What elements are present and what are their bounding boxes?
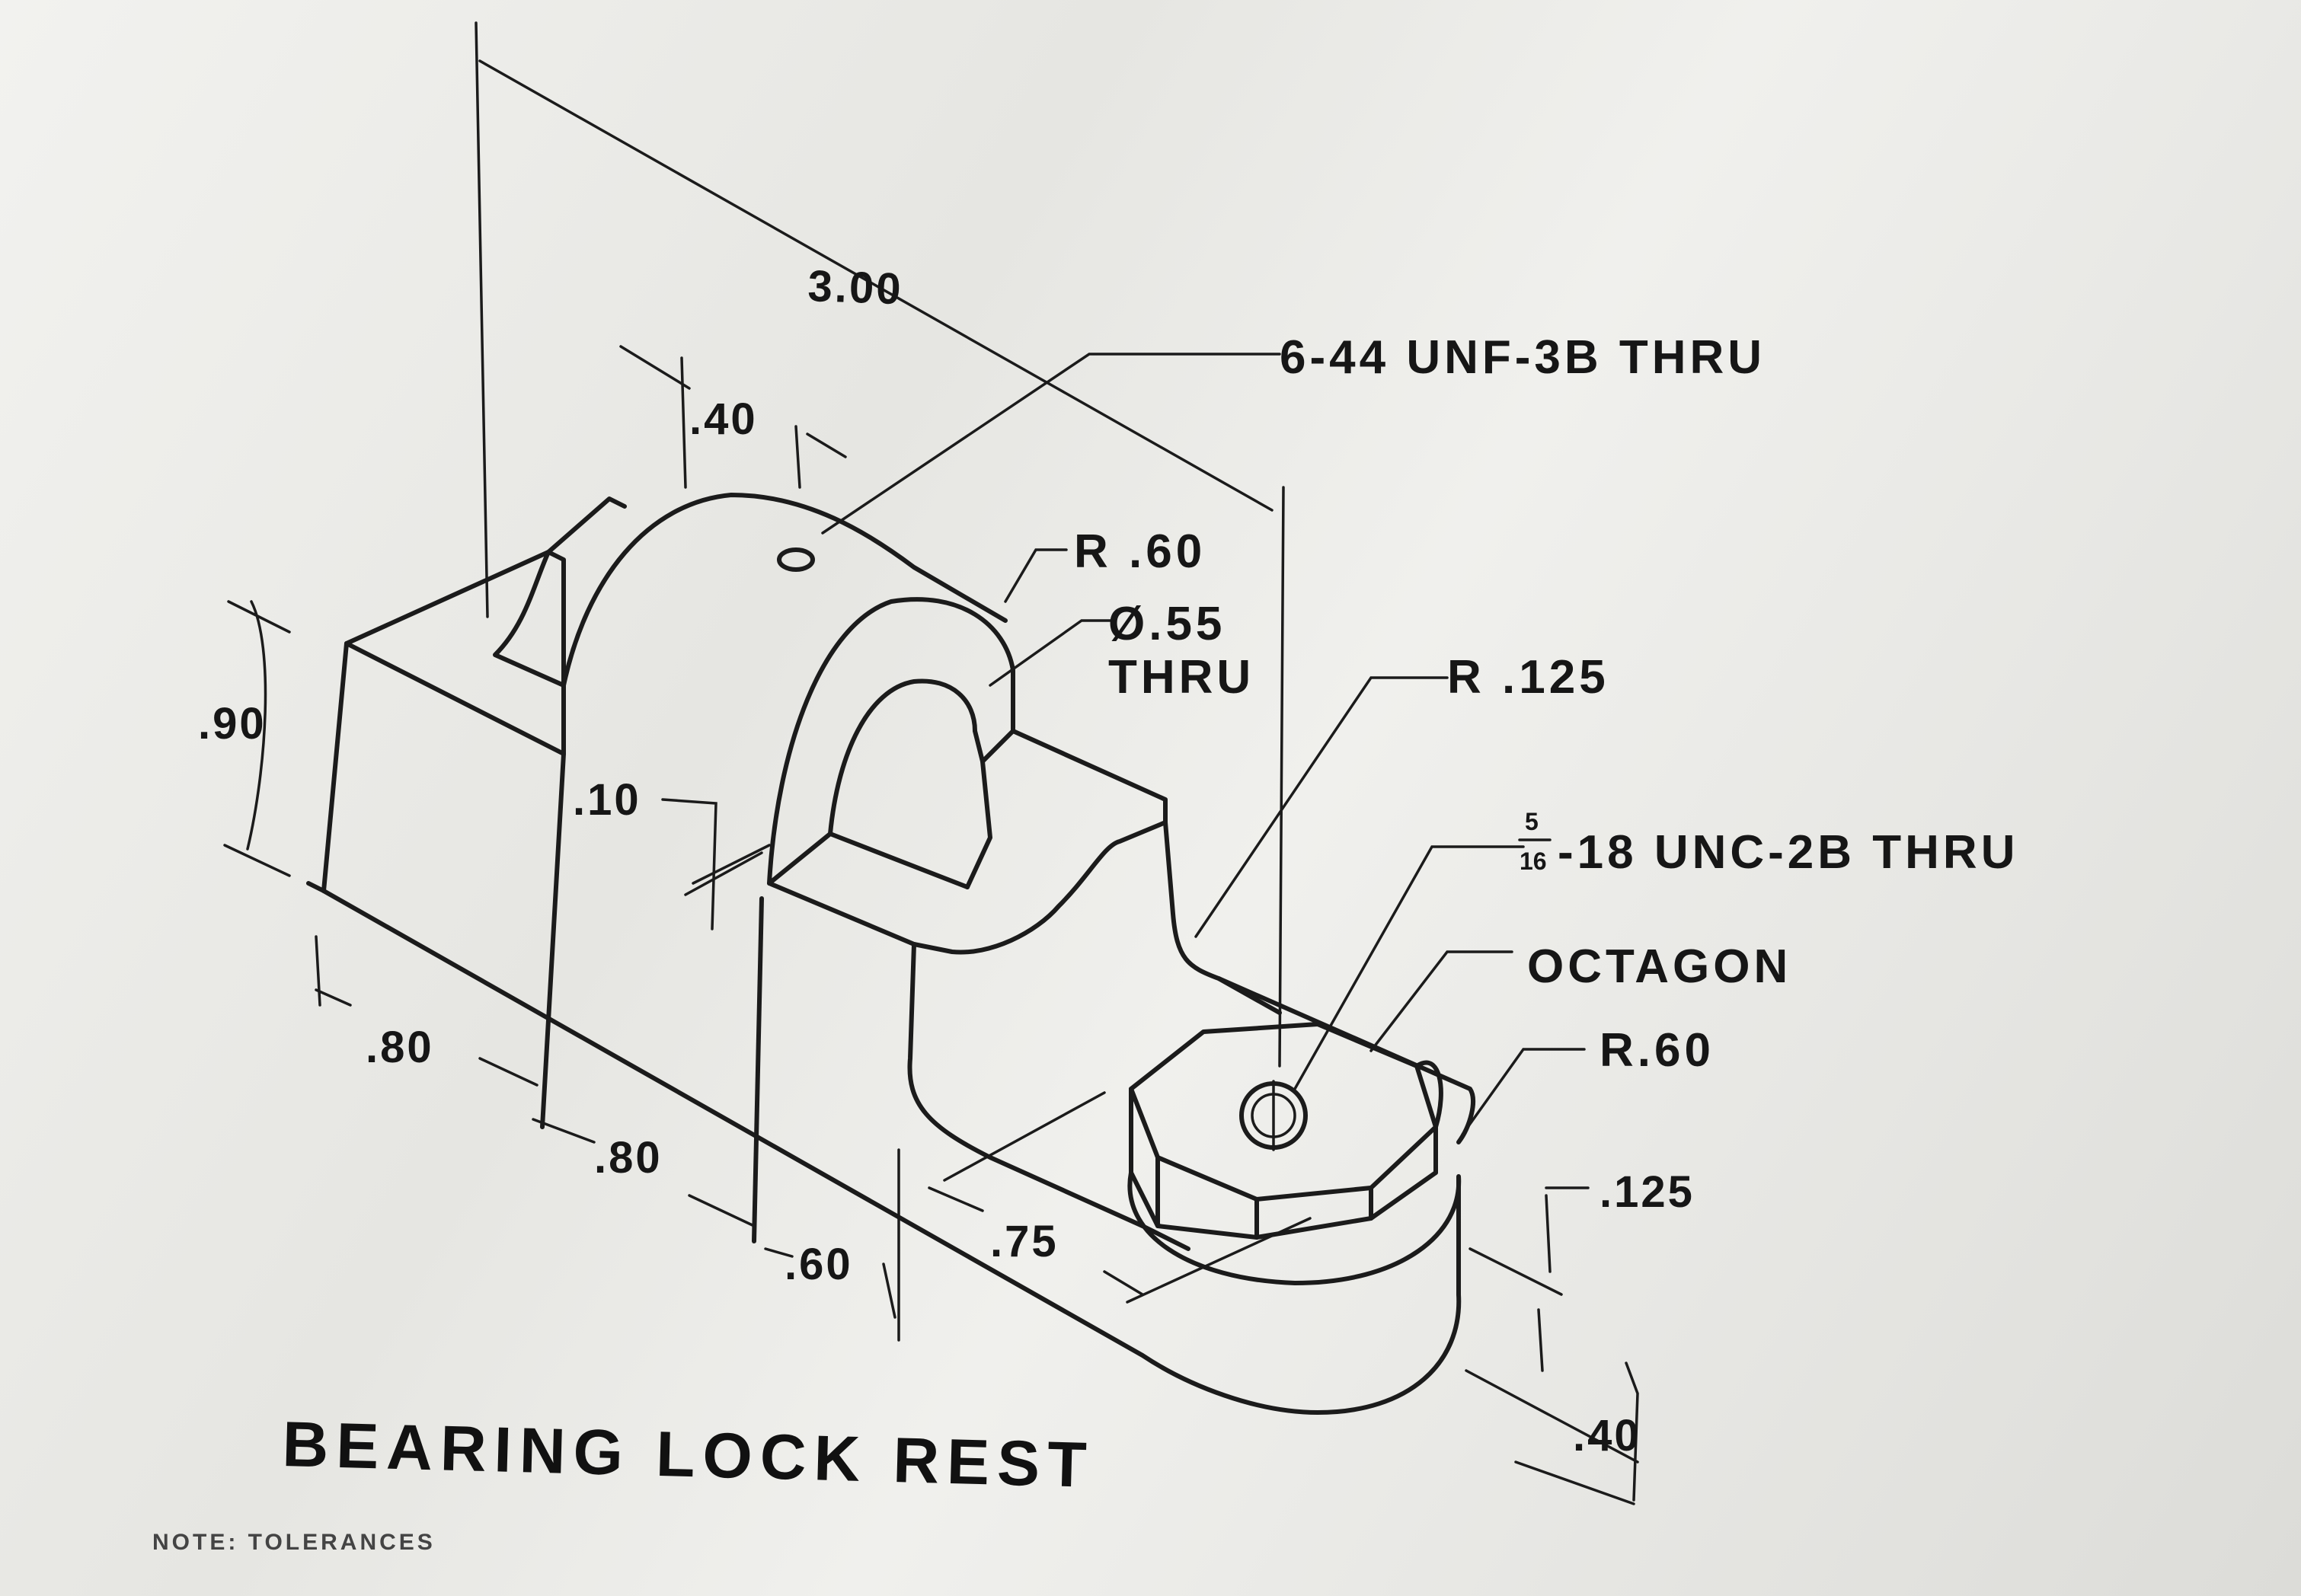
saddle-arch-outer [767,597,1015,886]
slot-gap-edge [752,896,764,1243]
callout-fillet-radius: R .125 [1447,651,1609,704]
dim-base-80-a-label: .80 [366,1023,434,1072]
octagon-bottom [1129,1170,1438,1240]
saddle-rail [1011,729,1168,825]
dim-300-extension-left [475,21,489,618]
dim-height-label: .90 [198,699,267,749]
arm-fillet [1163,820,1282,1015]
dim-overall-length-label: 3.00 [807,261,904,314]
dimension-labels: 3.00 .40 .90 .10 .80 .80 .60 .75 .125 .4… [198,261,1695,1460]
saddle-front-curve [912,820,1168,955]
left-block-top-front-edge [344,641,566,756]
dim-80-b-line [532,1118,756,1227]
top-arch [561,493,1008,688]
left-block-notch [493,550,566,688]
callout-frac-denominator: 16 [1520,847,1547,875]
callout-bore-thru: THRU [1108,651,1254,704]
left-block-step [344,550,566,756]
dim-octagon-height-label: .125 [1600,1167,1695,1217]
dim-60-line [764,1148,900,1342]
holes [777,547,1308,1151]
octagon-top [1129,1022,1438,1202]
leader-r60 [1004,548,1068,603]
boss-arm-edge [1216,976,1475,1144]
dim-base-60-label: .60 [785,1240,853,1289]
dim-300-extension-right [1278,486,1285,1068]
callout-labels: 6-44 UNF-3B THRU R .60 Ø.55 THRU R .125 … [1074,331,2018,1077]
leader-r125 [1194,676,1449,938]
dim-10-leader [661,798,771,930]
callout-radius-top: R .60 [1074,525,1206,578]
leader-octagon [1369,950,1513,1052]
dim-top-width-label: .40 [689,394,758,444]
base-top-edge [306,881,1190,1251]
dim-octagon-offset-label: .75 [990,1217,1059,1266]
callout-large-tapped-hole: -18 UNC-2B THRU [1558,826,2018,879]
saddle-front-face [907,942,1145,1228]
leader-tapped-large [1293,845,1525,1090]
drawing-note: NOTE: TOLERANCES [152,1530,436,1555]
drawing-title: BEARING LOCK REST [282,1408,1095,1501]
left-block-front-face [321,641,349,893]
dim-base-thickness-label: .40 [1573,1411,1641,1460]
octagon-sides [1129,1087,1438,1240]
dim-125-line [1468,1186,1590,1372]
callout-octagon: OCTAGON [1527,940,1791,993]
base-bottom-edge [321,889,1462,1415]
leader-bore [989,619,1114,687]
saddle-arch-inner [828,678,977,836]
callout-bore-diameter: Ø.55 [1108,598,1226,650]
part-outline [306,493,1475,1415]
callout-small-tapped-hole: 6-44 UNF-3B THRU [1280,331,1766,384]
dim-base-80-b-label: .80 [594,1133,663,1183]
leader-lines [821,353,1586,1136]
dim-slot-gap-label: .10 [573,775,641,825]
leader-r60-end [1461,1048,1586,1136]
boss-round-end [1127,1170,1462,1297]
saddle-bore-floor [767,832,970,946]
dim-40-base-line [1465,1361,1639,1505]
dim-80-a-line [315,935,538,1087]
callout-radius-end: R.60 [1600,1024,1715,1077]
left-block-back-step [546,496,627,554]
saddle-right-wall [973,687,1015,764]
leader-6-44 [821,353,1281,535]
dim-75-line [928,1091,1312,1304]
callout-frac-numerator: 5 [1525,808,1539,835]
dim-300-line [478,59,1274,512]
dim-90-line [223,600,291,877]
dimension-lines [223,21,1639,1505]
small-tapped-hole [777,547,815,572]
left-block-inner-edge [540,752,566,1129]
saddle-front-rail [965,759,992,889]
dim-40-top [619,345,847,489]
